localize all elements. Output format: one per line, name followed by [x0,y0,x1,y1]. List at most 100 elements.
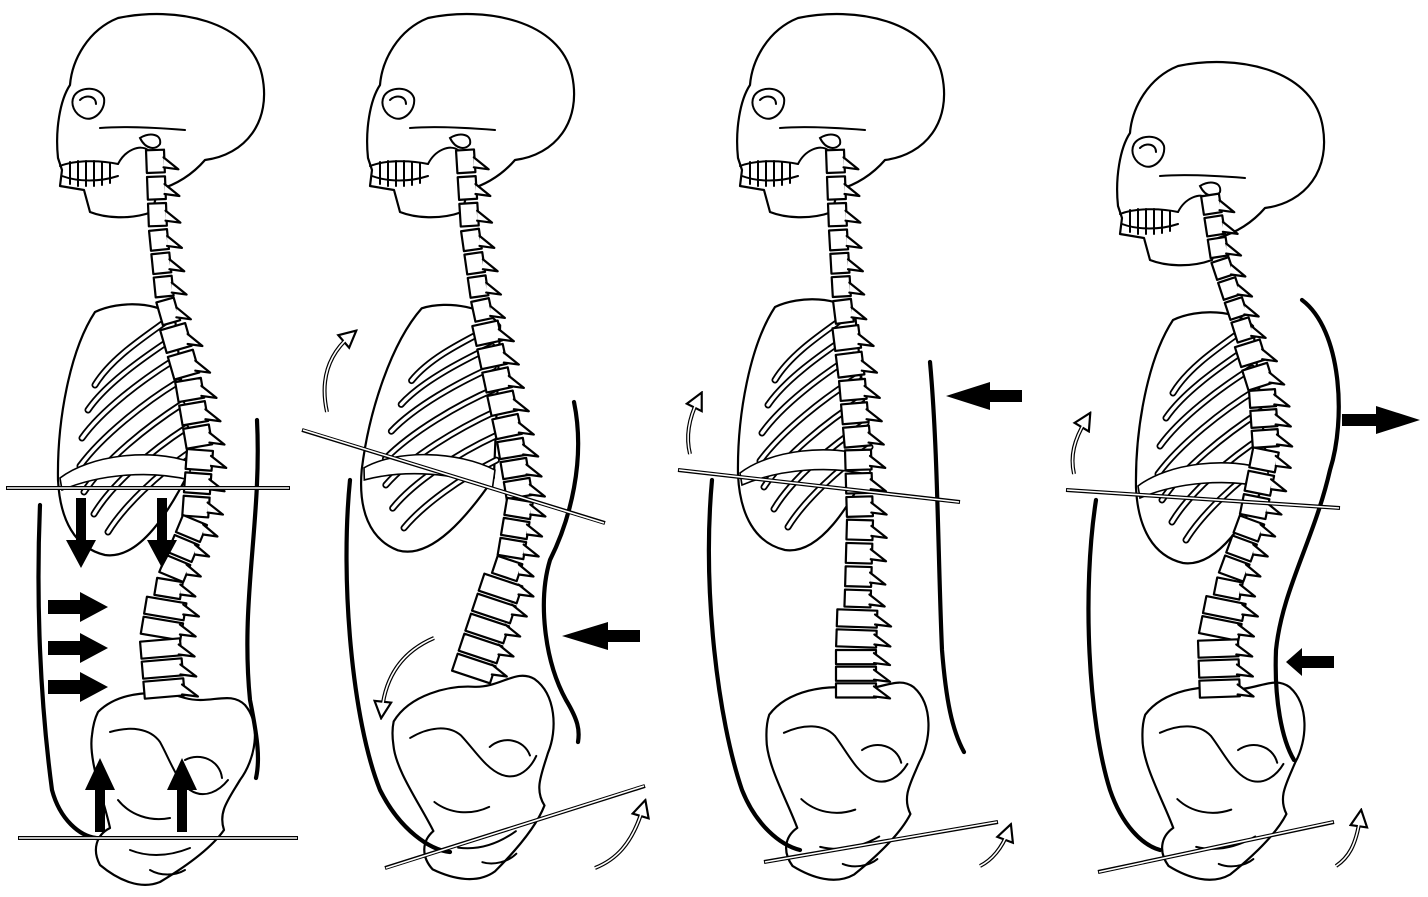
spinous-process [201,386,216,398]
vertebra [498,538,526,559]
spinous-process [527,525,542,537]
vertebra [826,150,845,173]
vertebra [492,414,522,439]
spinous-process [875,615,891,627]
vertebra [147,176,166,199]
vertebra [487,391,517,416]
vertebra [179,401,208,425]
vertebra [186,449,213,471]
arrow-left-icon [1286,648,1334,676]
panel-1 [6,14,298,885]
spinous-process [519,423,534,435]
spinous-process [208,503,223,515]
vertebra [151,252,171,274]
spinous-process [1253,545,1268,557]
spinous-process [514,399,529,411]
spinous-process [1238,285,1252,297]
spinous-process [1269,373,1284,385]
spinous-process [1276,456,1291,468]
vertebra [501,458,529,479]
curved-rotation-arrow-icon [595,808,643,868]
skeleton-3 [737,14,949,887]
vertebra [830,253,849,274]
vertebra [836,683,876,697]
vertebra [1211,257,1234,280]
vertebra [1204,215,1225,236]
spinous-process [1240,585,1255,597]
vertebra [1249,389,1276,408]
spinous-process [483,259,498,271]
spinous-process [505,625,520,637]
vertebra [482,367,512,392]
vertebra [846,520,873,541]
spinous-process [1271,479,1286,491]
vertebra [844,590,871,608]
vertebra [846,496,873,517]
spinous-process [1246,565,1261,577]
vertebra [182,496,209,518]
spinous-process [519,565,534,577]
spinous-process [526,465,541,477]
spinous-process [180,665,196,677]
curved-rotation-arrow-icon [980,832,1008,866]
spinous-process [492,665,507,677]
spinous-process [867,409,882,421]
arrow-right-icon [48,672,108,702]
vertebra [477,344,507,369]
vertebra [1249,447,1278,472]
spinous-process [870,573,885,585]
vertebra [833,299,854,324]
vertebra [459,203,478,227]
spinous-process [180,585,195,597]
spinous-process [1237,665,1253,677]
spinous-process [523,445,538,457]
vertebra [845,450,872,471]
spinous-process [486,283,501,295]
vertebra [1199,659,1240,677]
vertebra [845,566,872,587]
vertebra [458,176,477,200]
vertebra [1208,237,1229,258]
vertebra [183,424,212,448]
spinous-process [871,526,886,538]
curved-rotation-arrow-icon [1336,818,1360,866]
vertebra [841,402,869,424]
vertebra [149,229,169,251]
spinous-process [1277,435,1292,447]
spinous-process [490,306,505,318]
spinous-process [480,236,495,248]
spinous-process [209,433,224,445]
vertebra [148,203,167,226]
vertebra [1252,429,1279,448]
vertebra [1214,577,1243,599]
spinous-process [519,585,534,597]
vertebra [142,658,183,678]
spinous-process [870,456,885,468]
spinous-process [524,545,539,557]
panel-4 [1066,62,1420,887]
vertebra [1225,297,1248,320]
spinous-process [874,653,890,665]
vertebra [1218,277,1241,300]
skeleton-4 [1117,62,1325,887]
skeleton-1 [57,14,264,885]
spinous-process [846,211,861,223]
vertebra [1201,194,1222,215]
spinous-process [1274,395,1289,407]
vertebra [468,275,489,297]
curved-rotation-arrow-icon [325,336,350,412]
spinous-process [477,211,492,223]
skeleton-2 [351,14,588,891]
vertebra [1250,409,1277,428]
anterior-contour-4 [1088,500,1160,850]
vertebra [154,276,174,298]
spinous-process [167,236,182,248]
spinous-process [195,545,209,557]
spinous-process [862,361,877,373]
spinous-process [1261,525,1276,537]
spinous-process [869,433,884,445]
vertebra [837,609,878,627]
spinous-process [869,595,884,607]
vertebra [154,578,182,599]
spinous-process [1251,326,1265,338]
